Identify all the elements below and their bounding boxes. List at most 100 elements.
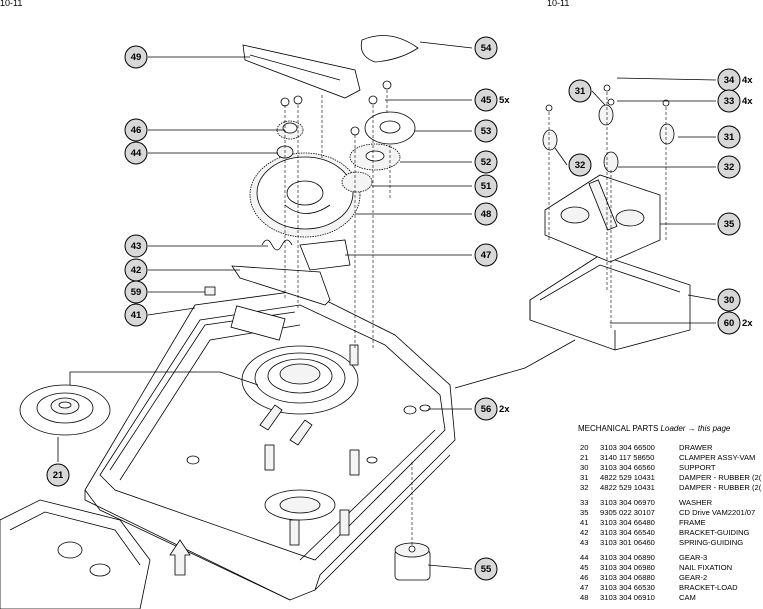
- part-number: 43: [580, 538, 589, 547]
- callout-number: 48: [481, 209, 492, 220]
- callout-55: 55: [474, 557, 498, 581]
- callout-circle: [474, 88, 498, 112]
- callout-number: 59: [131, 287, 142, 298]
- callout-number: 30: [724, 295, 735, 306]
- callout-circle: [124, 45, 148, 69]
- part-number: 48: [580, 593, 589, 602]
- parts-row: 33 3103 304 06970 WASHER: [578, 493, 761, 508]
- part-code: 3103 304 66530: [600, 583, 655, 592]
- part-number: 45: [580, 563, 589, 572]
- part-number: 21: [580, 453, 589, 462]
- callout-number: 31: [575, 86, 586, 97]
- callout-41: 41: [124, 303, 148, 327]
- part-description: CLAMPER ASSY-VAM: [679, 453, 756, 462]
- part-description: NAIL FIXATION: [679, 563, 733, 572]
- callout-54: 54: [474, 36, 498, 60]
- callout-circle: [124, 234, 148, 258]
- callout-number: 55: [481, 564, 492, 575]
- part-code: 3103 301 06460: [600, 538, 655, 547]
- callout-circle: [474, 174, 498, 198]
- part-description: BRACKET-LOAD: [679, 583, 738, 592]
- callout-34: 34 4x: [717, 68, 753, 92]
- part-code: 3103 304 06890: [600, 553, 655, 562]
- part-description: SUPPORT: [679, 463, 716, 472]
- callout-35: 35: [717, 212, 741, 236]
- part-code: 3103 304 06970: [600, 498, 655, 507]
- parts-row: 20 3103 304 66500 DRAWER: [578, 443, 761, 453]
- callout-circle: [474, 202, 498, 226]
- callout-circle: [46, 463, 70, 487]
- part-code: 3103 304 66480: [600, 518, 655, 527]
- part-description: BRACKET-GUIDING: [679, 528, 750, 537]
- callout-52: 52: [474, 150, 498, 174]
- page-header-left: 10-11: [0, 0, 23, 8]
- callout-circle: [717, 311, 741, 335]
- part-number: 33: [580, 498, 589, 507]
- part-description: GEAR-2: [679, 573, 708, 582]
- callout-circle: [717, 288, 741, 312]
- part-code: 3103 304 06910: [600, 593, 655, 602]
- callout-30: 30: [717, 288, 741, 312]
- callout-circle: [717, 155, 741, 179]
- callout-multiplier: 4x: [742, 75, 753, 86]
- callout-circle: [568, 153, 592, 177]
- part-code: 9305 022 30107: [600, 508, 655, 517]
- callout-59: 59: [124, 280, 148, 304]
- part-number: 47: [580, 583, 589, 592]
- part-number: 30: [580, 463, 589, 472]
- callout-multiplier: 4x: [742, 96, 753, 107]
- callout-circle: [474, 150, 498, 174]
- callout-number: 41: [131, 310, 142, 321]
- callout-circle: [474, 119, 498, 143]
- part-description: SPRING-GUIDING: [679, 538, 744, 547]
- parts-list-heading: MECHANICAL PARTS: [578, 424, 659, 433]
- part-description: DAMPER - RUBBER (2(: [679, 483, 762, 492]
- callout-circle: [124, 280, 148, 304]
- loader-frame: [0, 289, 456, 609]
- callout-42: 42: [124, 258, 148, 282]
- callout-multiplier: 2x: [742, 318, 753, 329]
- callout-32: 32: [717, 155, 741, 179]
- part-code: 3103 304 66500: [600, 443, 655, 452]
- part-description: WASHER: [679, 498, 713, 507]
- callout-51: 51: [474, 174, 498, 198]
- callout-number: 34: [724, 75, 735, 86]
- callout-48: 48: [474, 202, 498, 226]
- part-number: 20: [580, 443, 589, 452]
- callout-number: 54: [481, 43, 492, 54]
- part-description: DAMPER - RUBBER (2(: [679, 473, 762, 482]
- leader-lines: [57, 41, 717, 570]
- callout-circle: [474, 36, 498, 60]
- callout-multiplier: 5x: [499, 95, 510, 106]
- part-number: 44: [580, 553, 589, 562]
- page-header-right: 10-11: [547, 0, 570, 8]
- callout-number: 56: [481, 404, 492, 415]
- callout-circle: [717, 212, 741, 236]
- callout-circle: [568, 79, 592, 103]
- callout-31: 31: [717, 125, 741, 149]
- part-code: 3140 117 58650: [600, 453, 655, 462]
- parts-row: 47 3103 304 66530 BRACKET-LOAD: [578, 583, 761, 593]
- clamper-assembly: [19, 384, 111, 436]
- callout-number: 42: [131, 265, 142, 276]
- parts-list-subtitle: Loader → this page: [660, 424, 731, 433]
- parts-row: 21 3140 117 58650 CLAMPER ASSY-VAM: [578, 453, 761, 463]
- part-description: DRAWER: [679, 443, 713, 452]
- callout-32: 32: [568, 153, 592, 177]
- parts-list-table: 20 3103 304 66500 DRAWER 21 3140 117 58650 CL…: [578, 443, 761, 603]
- callout-number: 47: [481, 250, 492, 261]
- part-code: 4822 529 10431: [600, 483, 655, 492]
- callout-47: 47: [474, 243, 498, 267]
- parts-list-title: MECHANICAL PARTS Loader → this page: [578, 424, 730, 433]
